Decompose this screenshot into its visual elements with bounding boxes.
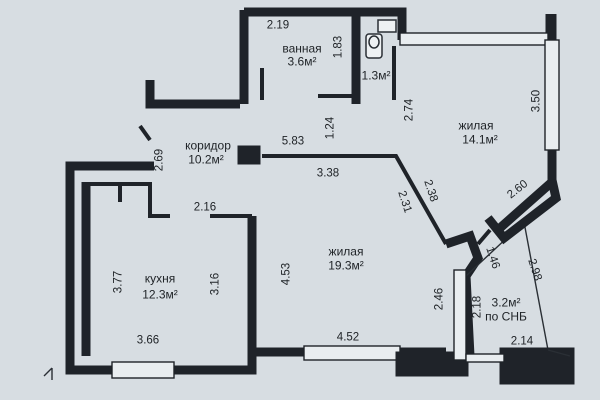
loggia-window (453, 269, 467, 361)
bay-stub (476, 228, 492, 246)
kitchen-name: кухня (144, 271, 176, 286)
pillar (237, 145, 261, 165)
dim-5-83: 5.83 (281, 135, 305, 148)
kitchen-area: 12.3м² (142, 287, 178, 302)
dim-3-66: 3.66 (136, 334, 160, 347)
corridor-name: коридор (185, 138, 231, 153)
dim-3-38: 3.38 (316, 167, 340, 180)
dim-4-52: 4.52 (336, 331, 360, 344)
entry-stub (138, 124, 152, 142)
living-window (303, 345, 401, 361)
top-window (399, 32, 549, 46)
bathroom-walls (239, 7, 407, 104)
dim-4-53: 4.53 (280, 262, 293, 286)
toilet-area: 1.3м² (361, 68, 391, 83)
bottom-block (395, 351, 469, 377)
living-top-area: 14.1м² (462, 132, 498, 147)
dim-3-50: 3.50 (530, 89, 543, 113)
balcony-edge (547, 349, 571, 357)
right-window (544, 39, 560, 151)
bathroom-area: 3.6м² (287, 54, 317, 69)
dim-1-83: 1.83 (332, 35, 345, 59)
dim-2-14: 2.14 (510, 335, 534, 348)
bay-wall (484, 179, 562, 245)
dim-2-16: 2.16 (193, 201, 217, 214)
dim-2-46: 2.46 (433, 287, 446, 311)
sink-fixture (377, 19, 397, 33)
toilet-bowl (368, 35, 380, 49)
balcony-door (465, 353, 505, 363)
dim-2-74: 2.74 (403, 98, 416, 122)
dim-1-24: 1.24 (324, 116, 337, 140)
kitchen-outer-wall (65, 161, 154, 375)
living-main-name: жилая (328, 244, 364, 259)
bathroom-name: ванная (282, 41, 322, 56)
dim-3-16: 3.16 (209, 272, 222, 296)
entry-wall (145, 80, 240, 109)
balcony-area: 3.2м² (491, 295, 521, 310)
balcony-block (499, 347, 575, 385)
dim-2-69: 2.69 (153, 148, 166, 172)
bathroom-partition (260, 46, 396, 100)
kitchen-window (111, 361, 175, 379)
bottom-wall (174, 347, 262, 375)
living-top-name: жилая (458, 118, 494, 133)
kitchen-inner-wall (81, 182, 257, 356)
left-stub (43, 367, 53, 380)
balcony-note: по СНБ (485, 309, 527, 324)
dim-2-18: 2.18 (471, 295, 484, 319)
dim-3-77: 3.77 (112, 270, 125, 294)
loggia-wall (444, 230, 484, 357)
dim-2-19: 2.19 (266, 19, 290, 32)
corridor-wall (262, 154, 448, 245)
kitchen-partition (86, 182, 252, 218)
living-main-area: 19.3м² (328, 258, 364, 273)
corridor-area: 10.2м² (188, 152, 224, 167)
